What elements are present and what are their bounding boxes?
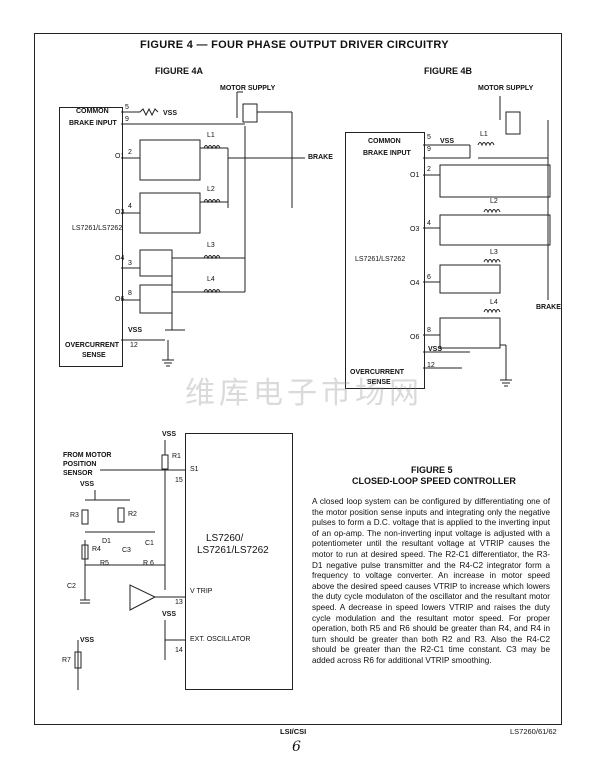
fig4a-pin-5: 5	[125, 104, 129, 111]
fig5-ext-oscillator: EXT. OSCILLATOR	[190, 636, 251, 643]
fig4a-motor-supply: MOTOR SUPPLY	[220, 85, 276, 92]
fig5-from-motor-2: POSITION	[63, 461, 97, 468]
fig4b-out-1: O1	[410, 172, 420, 179]
fig5-title-2: CLOSED-LOOP SPEED CONTROLLER	[352, 476, 516, 486]
fig4b-out-4: O4	[410, 280, 420, 287]
fig4b-sense: SENSE	[367, 379, 391, 386]
fig4a-out-1: O1	[115, 153, 125, 160]
fig5-R1: R1	[172, 453, 181, 460]
fig5-R7: R7	[62, 657, 71, 664]
fig4a-pin-8: 8	[128, 290, 132, 297]
fig4a-brake: BRAKE	[308, 154, 333, 161]
fig4a-pin-2: 2	[128, 149, 132, 156]
page-frame	[34, 33, 562, 725]
fig4b-pin-5: 5	[427, 134, 431, 141]
fig4b-out-3: O3	[410, 226, 420, 233]
fig4a-brake-input: BRAKE INPUT	[69, 120, 117, 127]
fig4b-pin-2: 2	[427, 166, 431, 173]
fig4b-common: COMMON	[368, 138, 401, 145]
fig4a-out-4: O4	[115, 255, 125, 262]
fig5-pin-15: 15	[175, 477, 183, 484]
fig4a-pin-9: 9	[125, 116, 129, 123]
footer-handwritten-page: 6	[292, 739, 301, 755]
fig5-chip-line1: LS7260/	[206, 533, 244, 544]
fig4b-coil-L3: L3	[490, 249, 498, 256]
figure4b-label: FIGURE 4B	[424, 66, 473, 76]
fig5-vss-top: VSS	[162, 431, 177, 438]
fig5-vss-2: VSS	[80, 481, 95, 488]
fig4a-coil-L4: L4	[207, 276, 215, 283]
fig5-from-motor-1: FROM MOTOR	[63, 452, 112, 459]
fig4b-chip-label: LS7261/LS7262	[355, 256, 406, 263]
fig5-C1: C1	[145, 540, 154, 547]
fig4b-out-6: O6	[410, 334, 420, 341]
fig5-vss-3: VSS	[162, 611, 177, 618]
fig4b-pin-9: 9	[427, 146, 431, 153]
fig5-title-1: FIGURE 5	[411, 465, 453, 475]
watermark-text: 维库电子市场网	[185, 376, 423, 411]
fig5-C2: C2	[67, 583, 76, 590]
footer-right: LS7260/61/62	[510, 727, 557, 736]
fig5-D1: D1	[102, 538, 111, 545]
fig5-vss-4: VSS	[80, 637, 95, 644]
fig4a-chip-label: LS7261/LS7262	[72, 225, 123, 232]
fig4b-coil-L4: L4	[490, 299, 498, 306]
fig4a-vss-bottom: VSS	[128, 327, 143, 334]
fig4b-pin-6: 6	[427, 274, 431, 281]
fig4a-pin-4: 4	[128, 203, 132, 210]
fig4b-vss-top: VSS	[440, 138, 455, 145]
figure4b-chip-box	[345, 132, 425, 389]
fig4a-out-3: O3	[115, 209, 125, 216]
fig5-vtrip: V TRIP	[190, 588, 213, 595]
fig4a-pin-12: 12	[130, 342, 138, 349]
fig5-R2: R2	[128, 511, 137, 518]
fig4b-brake-input: BRAKE INPUT	[363, 150, 411, 157]
fig5-pin-14: 14	[175, 647, 183, 654]
fig4a-coil-L3: L3	[207, 242, 215, 249]
fig5-chip-line2: LS7261/LS7262	[197, 545, 269, 556]
fig5-R3: R3	[70, 512, 79, 519]
fig5-body-paragraph: A closed loop system can be configured b…	[312, 497, 550, 665]
fig4b-overcurrent: OVERCURRENT	[350, 369, 405, 376]
fig4b-vss-bottom: VSS	[428, 346, 443, 353]
fig4a-sense: SENSE	[82, 352, 106, 359]
figure5-chip-box	[185, 433, 293, 690]
fig4b-coil-L2: L2	[490, 198, 498, 205]
fig5-C3: C3	[122, 547, 131, 554]
fig4a-out-6: O6	[115, 296, 125, 303]
fig4b-pin-8: 8	[427, 327, 431, 334]
fig4a-coil-L2: L2	[207, 186, 215, 193]
fig5-R5: R5	[100, 560, 109, 567]
footer-center: LSI/CSI	[280, 727, 307, 736]
fig5-from-motor-3: SENSOR	[63, 470, 93, 477]
fig4a-common: COMMON	[76, 108, 109, 115]
fig5-R4: R4	[92, 546, 101, 553]
fig4b-motor-supply: MOTOR SUPPLY	[478, 85, 534, 92]
fig5-pin-13: 13	[175, 599, 183, 606]
fig4a-vss-top: VSS	[163, 110, 178, 117]
fig4b-brake: BRAKE	[536, 304, 561, 311]
figure4a-label: FIGURE 4A	[155, 66, 204, 76]
fig4b-pin-12: 12	[427, 362, 435, 369]
figure4-title: FIGURE 4 — FOUR PHASE OUTPUT DRIVER CIRC…	[140, 39, 449, 51]
fig4a-pin-3: 3	[128, 260, 132, 267]
figure4a-chip-box	[59, 107, 123, 367]
fig5-pin-s1: S1	[190, 466, 199, 473]
fig5-R6: R 6	[143, 560, 154, 567]
fig4a-overcurrent: OVERCURRENT	[65, 342, 120, 349]
fig4b-pin-4: 4	[427, 220, 431, 227]
fig5-body-text: A closed loop system can be configured b…	[312, 497, 550, 667]
fig4a-coil-L1: L1	[207, 132, 215, 139]
fig4b-coil-L1: L1	[480, 131, 488, 138]
